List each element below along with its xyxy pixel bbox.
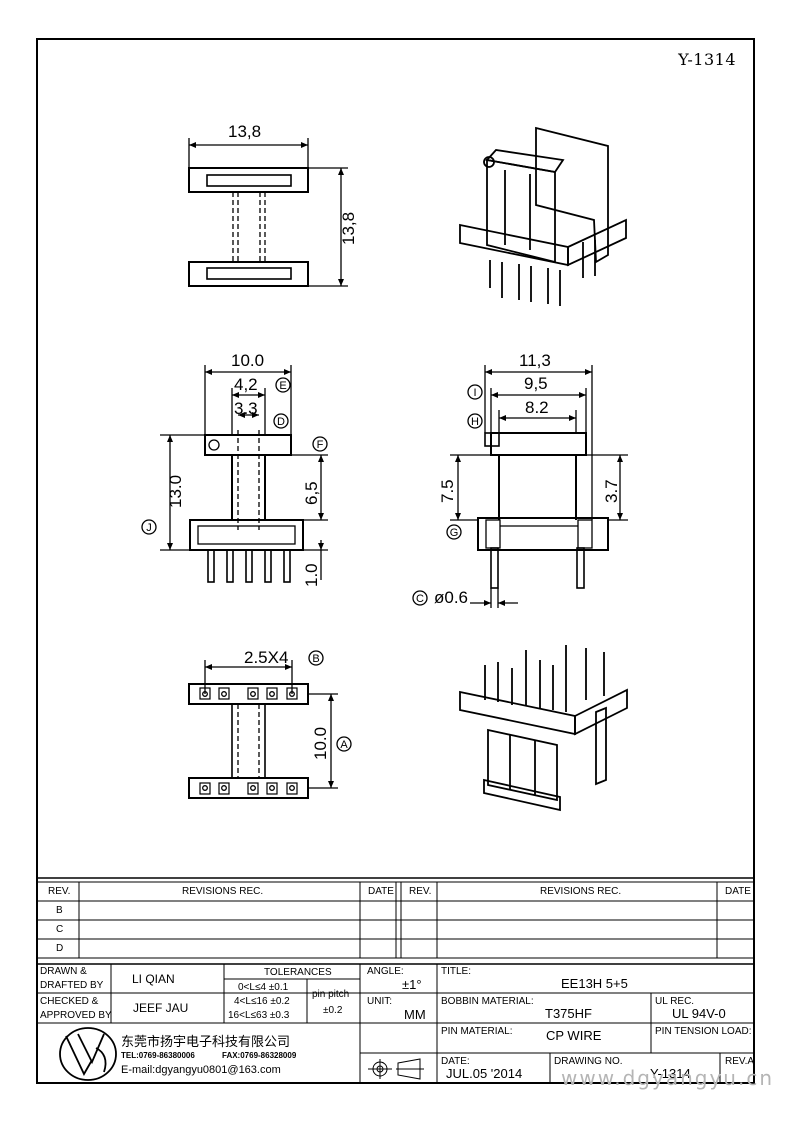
callout-j: J <box>146 522 152 534</box>
revisions-rec-header-right: REVISIONS REC. <box>540 886 622 897</box>
tolerance-row-2: 4<L≤16 ±0.2 <box>234 996 290 1007</box>
title-label: TITLE: <box>441 966 472 977</box>
dim-side-i: 9,5 <box>524 374 548 393</box>
callout-h: H <box>471 416 479 428</box>
drawn-label: DRAWN & <box>40 966 87 977</box>
unit-value: MM <box>404 1007 426 1022</box>
tolerances-header: TOLERANCES <box>264 967 332 978</box>
rev-header-left: REV. <box>48 886 71 897</box>
side-view <box>450 365 628 608</box>
dim-front-e: 4,2 <box>234 375 258 394</box>
dim-side-pin-dia: ø0.6 <box>434 588 468 607</box>
front-view <box>160 365 328 583</box>
angle-label: ANGLE: <box>367 966 404 977</box>
approved-label: APPROVED BY <box>40 1010 112 1021</box>
drawing-no-label: DRAWING NO. <box>554 1056 623 1067</box>
callout-d: D <box>277 416 285 428</box>
drawing-number-header: Y-1314 <box>678 50 736 69</box>
ul-rec-value: UL 94V-0 <box>672 1006 726 1021</box>
callout-i: I <box>473 387 476 399</box>
dim-bottom-height: 10.0 <box>311 727 330 760</box>
callout-e: E <box>279 380 286 392</box>
callout-g: G <box>450 527 459 539</box>
isometric-view-bottom <box>459 645 628 812</box>
pin-pitch-label: pin pitch <box>312 989 350 1000</box>
company-name-cn: 东莞市扬宇电子科技有限公司 <box>121 1035 291 1050</box>
dim-front-height: 13.0 <box>166 475 185 508</box>
top-view <box>188 138 348 287</box>
company-tel: TEL:0769-86380006 <box>121 1051 195 1060</box>
rev-row-b: B <box>56 905 63 916</box>
unit-label: UNIT: <box>367 996 392 1007</box>
date-label: DATE: <box>441 1056 470 1067</box>
drawing-sheet <box>36 38 755 1084</box>
bottom-view <box>188 660 338 799</box>
date-header-left: DATE <box>368 886 394 897</box>
dim-top-width: 13,8 <box>228 122 261 141</box>
tolerance-row-3: 16<L≤63 ±0.3 <box>228 1010 290 1021</box>
callout-c: C <box>416 593 424 605</box>
isometric-view-top <box>459 126 627 306</box>
callout-bubbles <box>141 377 483 752</box>
dim-front-f: 6,5 <box>302 481 321 505</box>
revisions-rec-header-left: REVISIONS REC. <box>182 886 264 897</box>
angle-value: ±1° <box>402 977 422 992</box>
dim-front-d: 3.3 <box>234 399 258 418</box>
dim-front-width: 10.0 <box>231 351 264 370</box>
bobbin-material-value: T375HF <box>545 1006 592 1021</box>
drawing-no-value: Y-1314 <box>650 1066 691 1081</box>
pin-material-label: PIN MATERIAL: <box>441 1026 513 1037</box>
callout-f: F <box>317 439 324 451</box>
checked-label: CHECKED & <box>40 996 99 1007</box>
pin-material-value: CP WIRE <box>546 1028 602 1043</box>
company-fax: FAX:0769-86328009 <box>222 1051 297 1060</box>
dim-bottom-pitch: 2.5X4 <box>244 648 288 667</box>
bobbin-material-label: BOBBIN MATERIAL: <box>441 996 534 1007</box>
title-block-grid <box>36 963 755 1084</box>
tolerance-row-1: 0<L≤4 ±0.1 <box>238 982 289 993</box>
title-value: EE13H 5+5 <box>561 976 628 991</box>
rev-row-d: D <box>56 943 64 954</box>
callout-a: A <box>340 739 348 751</box>
dim-side-left: 7.5 <box>438 479 457 503</box>
rev-header-right: REV. <box>409 886 432 897</box>
revisions-table <box>36 877 755 959</box>
watermark: www.dgyangyu.cn <box>561 1066 774 1090</box>
dim-side-h: 8.2 <box>525 398 549 417</box>
rev-row-c: C <box>56 924 64 935</box>
dim-top-height: 13,8 <box>339 212 358 245</box>
approved-by: JEEF JAU <box>133 1001 189 1015</box>
dim-side-overall: 11,3 <box>519 351 551 370</box>
drafted-label: DRAFTED BY <box>40 980 104 991</box>
pin-pitch-tolerance: ±0.2 <box>323 1005 343 1016</box>
company-logo <box>59 1027 117 1081</box>
callout-b: B <box>312 653 319 665</box>
date-header-right: DATE <box>725 886 751 897</box>
ul-rec-label: UL REC. <box>655 996 695 1007</box>
rev-a-label: REV.A <box>725 1056 755 1067</box>
date-value: JUL.05 '2014 <box>446 1066 523 1081</box>
pin-tension-label: PIN TENSION LOAD: <box>655 1026 752 1037</box>
dim-side-right: 3.7 <box>602 479 621 503</box>
company-email: E-mail:dgyangyu0801@163.com <box>121 1064 281 1076</box>
drawn-by: LI QIAN <box>132 972 175 986</box>
dim-front-pin: 1.0 <box>302 563 321 587</box>
